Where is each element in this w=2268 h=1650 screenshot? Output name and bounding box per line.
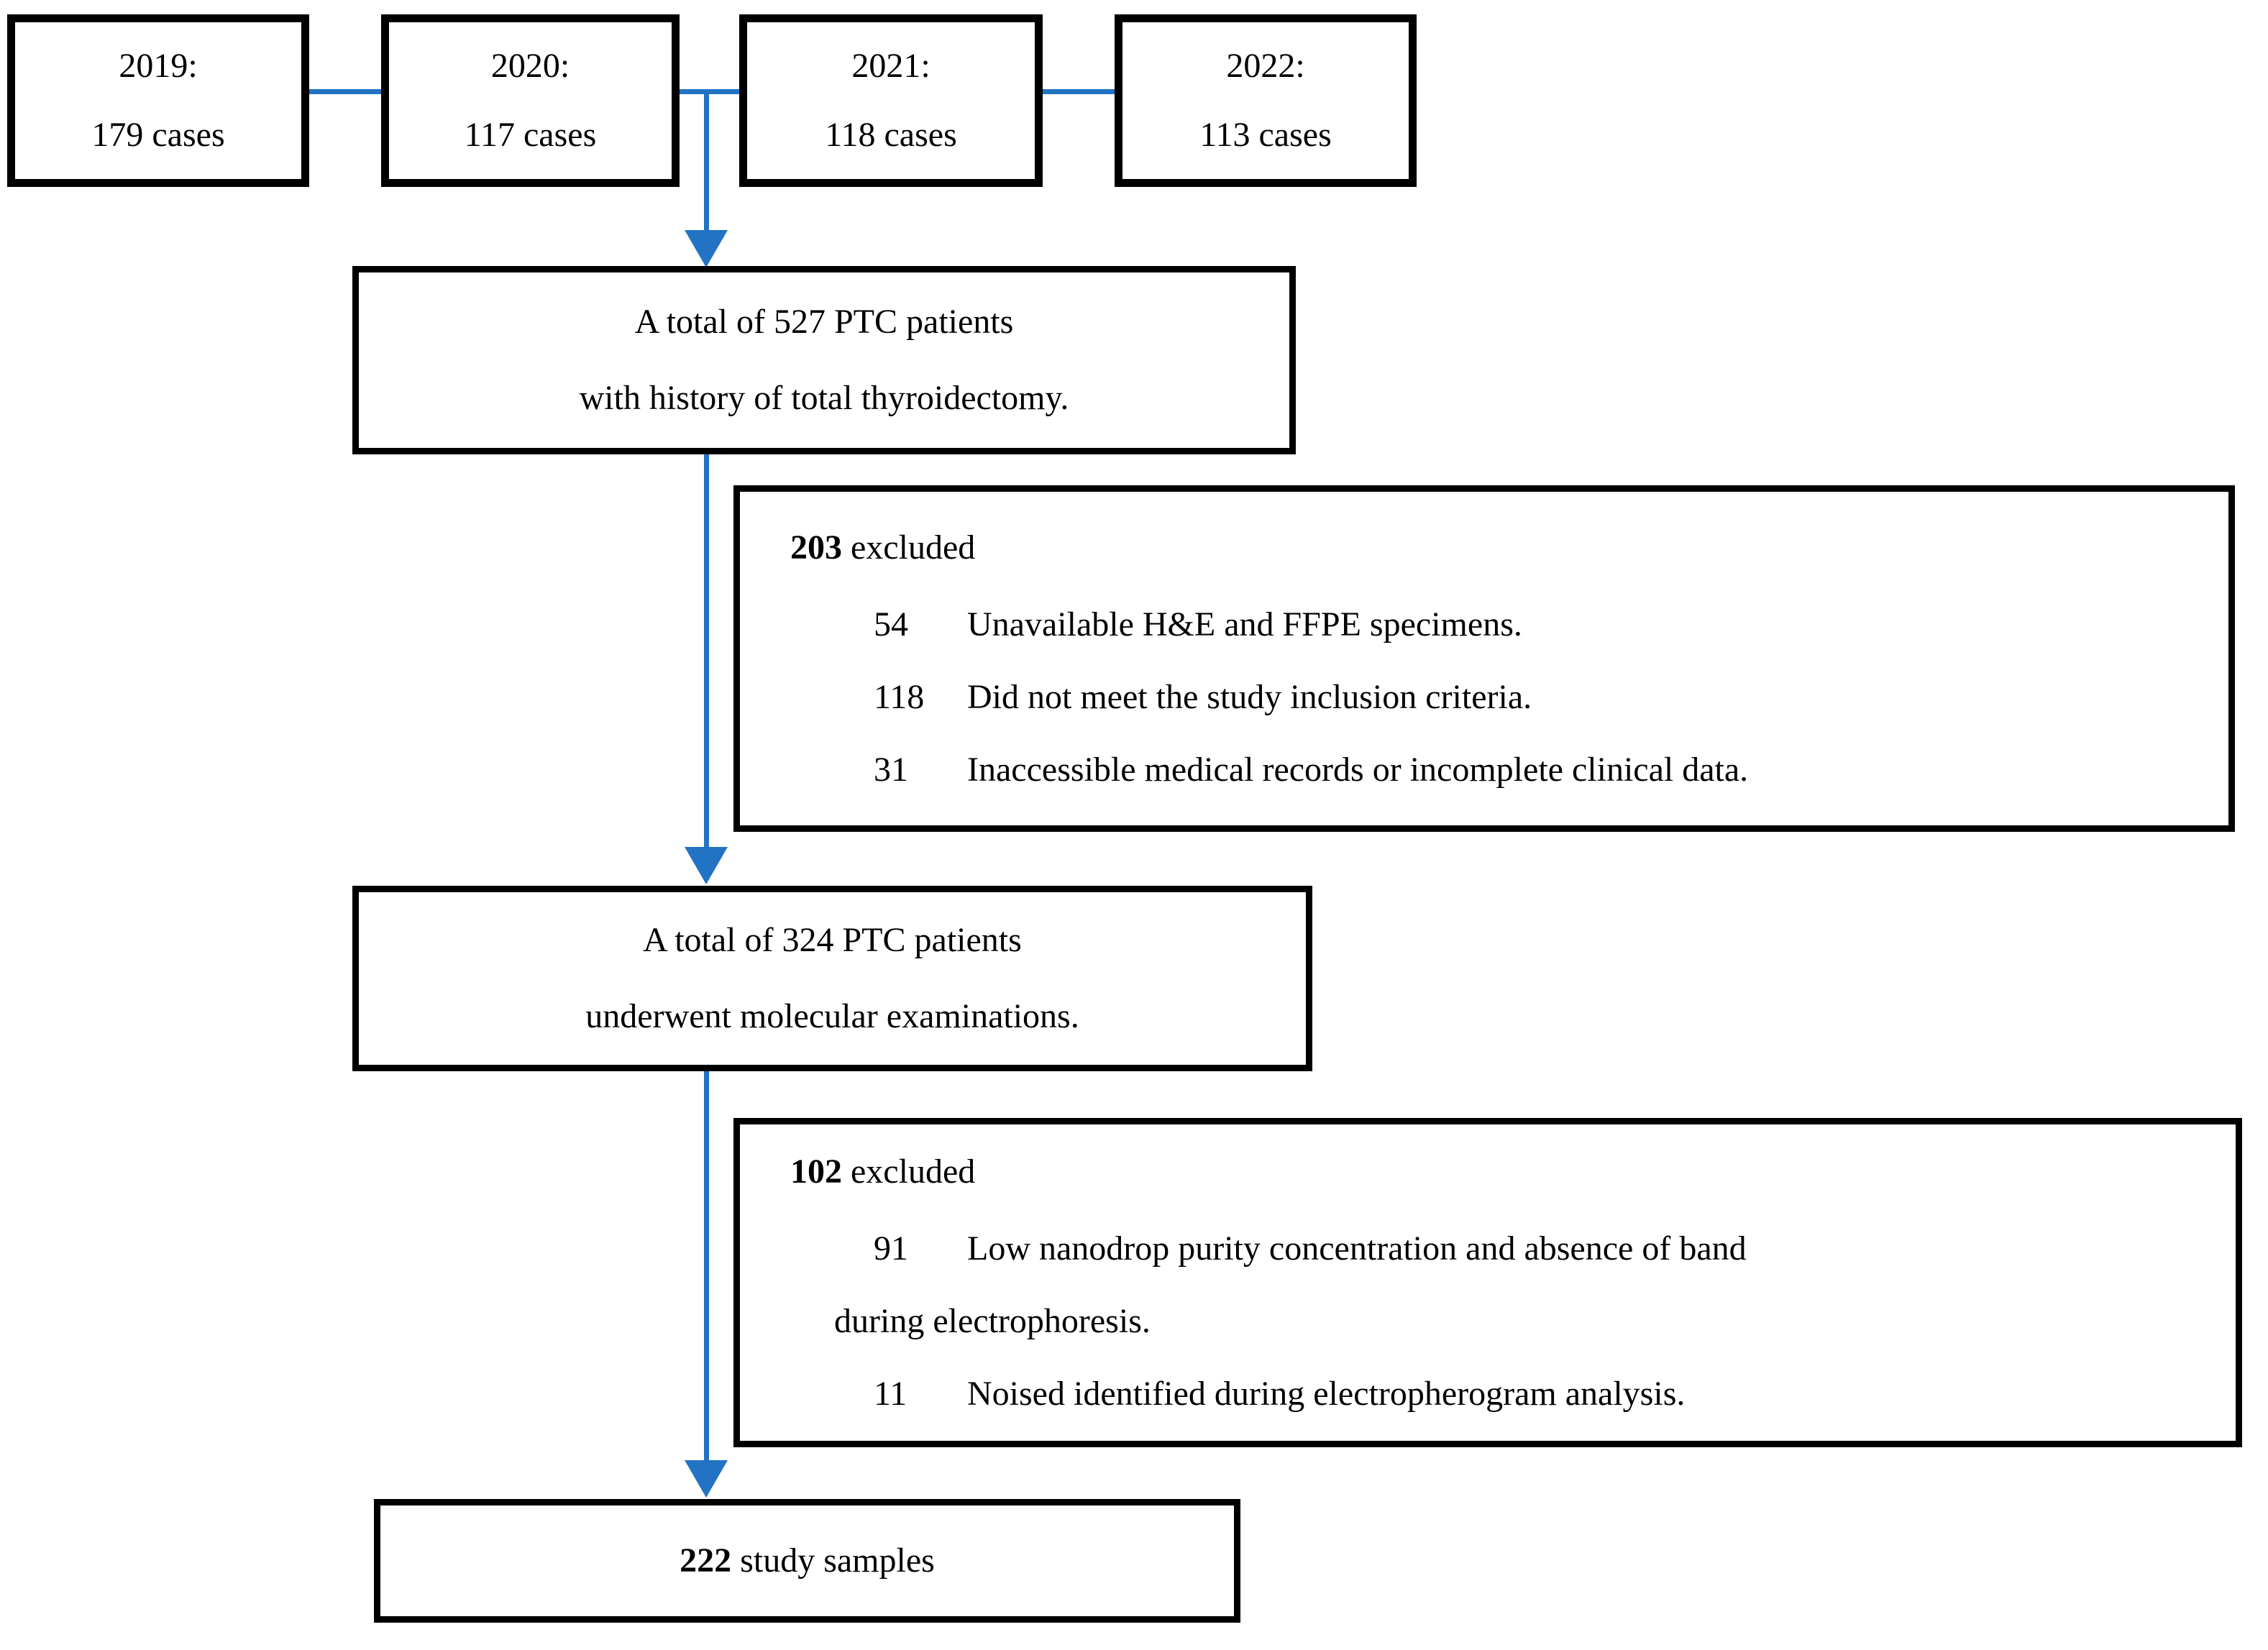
year-cases: 118 cases xyxy=(825,116,957,154)
connector-line-horizontal xyxy=(1043,89,1115,94)
year-cases: 113 cases xyxy=(1199,116,1332,154)
total-line1: A total of 527 PTC patients xyxy=(634,303,1014,341)
exclusion-item-text-continued: during electrophoresis. xyxy=(834,1302,1151,1340)
exclusion-count: 102 xyxy=(790,1152,842,1191)
year-cases: 117 cases xyxy=(464,116,597,154)
exclusion-item-count: 91 xyxy=(874,1229,908,1268)
exclusion-item-text: Did not meet the study inclusion criteri… xyxy=(967,678,1532,716)
arrow-down-icon xyxy=(685,230,728,267)
year-box-2019: 2019: 179 cases xyxy=(7,14,309,187)
final-count: 222 xyxy=(680,1541,732,1580)
exclusion-item: 91 Low nanodrop purity concentration and … xyxy=(790,1212,2221,1357)
final-label: study samples xyxy=(740,1541,935,1580)
total-line2: with history of total thyroidectomy. xyxy=(579,379,1069,417)
final-box-222: 222 study samples xyxy=(374,1499,1240,1623)
exclusion-label: excluded xyxy=(851,1152,976,1191)
total-box-527: A total of 527 PTC patients with history… xyxy=(352,266,1296,454)
total-line1: A total of 324 PTC patients xyxy=(643,921,1022,959)
year-box-2022: 2022: 113 cases xyxy=(1115,14,1417,187)
exclusion-item-count: 11 xyxy=(874,1375,907,1413)
arrow-down-icon xyxy=(685,847,728,884)
exclusion-item-text: Noised identified during electropherogra… xyxy=(967,1375,1686,1413)
total-box-324: A total of 324 PTC patients underwent mo… xyxy=(352,886,1312,1071)
exclusion-label: excluded xyxy=(851,528,976,567)
arrow-line-vertical xyxy=(704,89,709,233)
exclusion-box-102: 102 excluded 91 Low nanodrop purity conce… xyxy=(733,1118,2242,1447)
arrow-line-vertical xyxy=(704,454,709,850)
year-label: 2019: xyxy=(119,47,198,85)
exclusion-item: 31 Inaccessible medical records or incomp… xyxy=(790,733,2214,806)
exclusion-count: 203 xyxy=(790,528,842,567)
year-label: 2021: xyxy=(851,47,930,85)
arrow-down-icon xyxy=(685,1460,728,1498)
connector-line-horizontal xyxy=(680,89,739,94)
total-line2: underwent molecular examinations. xyxy=(585,997,1079,1035)
exclusion-item-count: 54 xyxy=(874,605,908,643)
year-label: 2022: xyxy=(1226,47,1305,85)
exclusion-item-count: 31 xyxy=(874,751,908,789)
exclusion-header: 102 excluded xyxy=(790,1135,2221,1208)
exclusion-item: 118 Did not meet the study inclusion crit… xyxy=(790,661,2214,733)
arrow-line-vertical xyxy=(704,1071,709,1463)
exclusion-item: 54 Unavailable H&E and FFPE specimens. xyxy=(790,588,2214,661)
exclusion-item-text: Unavailable H&E and FFPE specimens. xyxy=(967,605,1522,643)
exclusion-item-text: Low nanodrop purity concentration and ab… xyxy=(967,1229,1747,1268)
final-line: 222 study samples xyxy=(680,1539,935,1582)
connector-line-horizontal xyxy=(309,89,381,94)
year-cases: 179 cases xyxy=(91,116,225,154)
exclusion-item: 11 Noised identified during electropherog… xyxy=(790,1357,2221,1430)
exclusion-item-count: 118 xyxy=(874,678,925,716)
exclusion-box-203: 203 excluded 54 Unavailable H&E and FFPE … xyxy=(733,485,2235,832)
year-box-2021: 2021: 118 cases xyxy=(739,14,1043,187)
exclusion-header: 203 excluded xyxy=(790,511,2214,584)
exclusion-item-text: Inaccessible medical records or incomple… xyxy=(967,751,1749,789)
year-box-2020: 2020: 117 cases xyxy=(381,14,680,187)
year-label: 2020: xyxy=(490,47,570,85)
